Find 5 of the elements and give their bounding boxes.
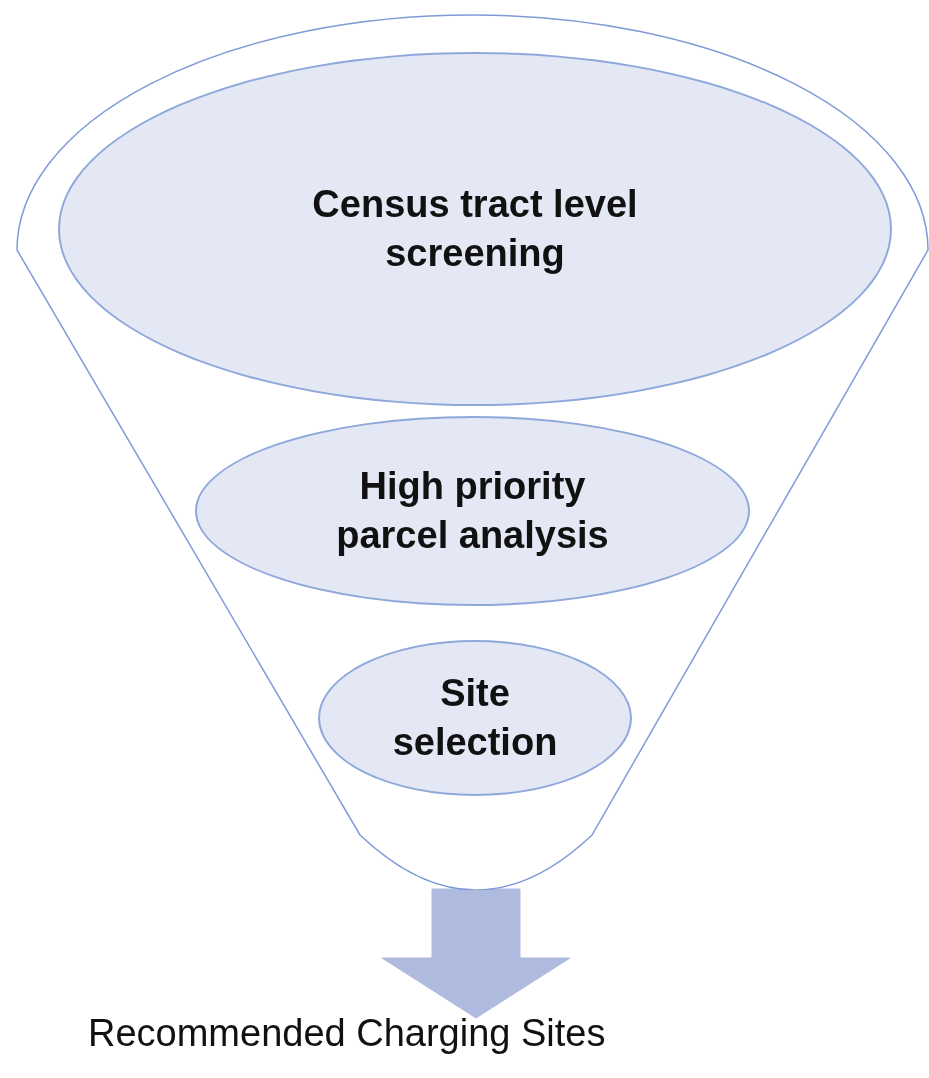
stage-label: Site selection (391, 670, 559, 765)
stage-label: Census tract level screening (311, 181, 639, 276)
stage-label: High priority parcel analysis (335, 463, 610, 558)
result-label: Recommended Charging Sites (88, 1012, 606, 1054)
arrow (381, 888, 571, 1019)
